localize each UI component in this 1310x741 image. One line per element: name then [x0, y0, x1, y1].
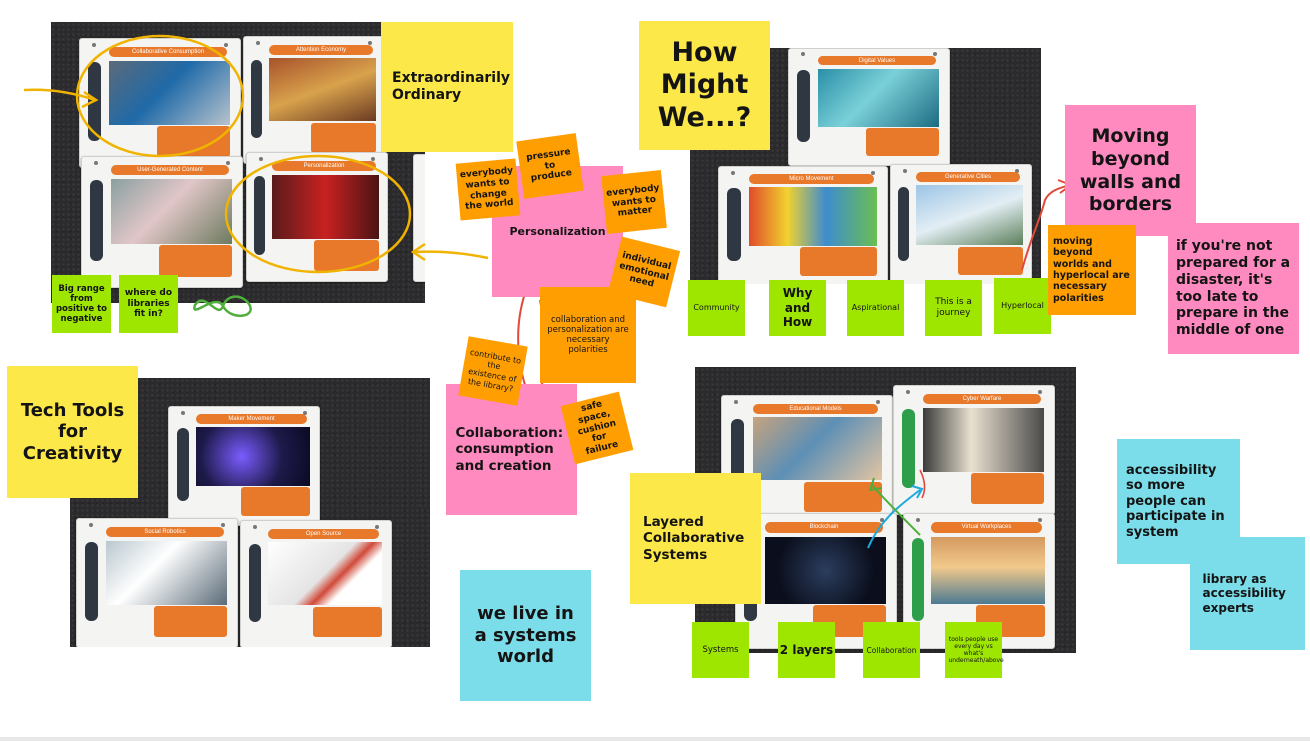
note-text: tools people use every day vs what's und…: [948, 635, 1004, 665]
note-everybody-matter[interactable]: everybody wants to matter: [601, 170, 667, 234]
note-everybody-change[interactable]: everybody wants to change the world: [455, 158, 521, 221]
note-text: everybody wants to matter: [605, 183, 660, 220]
note-aspirational[interactable]: Aspirational: [847, 280, 904, 336]
note-text: where do libraries fit in?: [124, 287, 173, 320]
photo-cards-top-left[interactable]: Collaborative Consumption Attention Econ…: [51, 22, 425, 303]
card-title: Open Source: [268, 528, 379, 539]
note-how-might-we[interactable]: How Might We...?: [639, 21, 770, 150]
card-title: Personalization: [272, 160, 376, 171]
note-text: 2 layers: [779, 642, 834, 657]
note-text: accessibility so more people can partici…: [1126, 462, 1225, 540]
note-tools-people[interactable]: tools people use every day vs what's und…: [945, 622, 1004, 678]
note-two-layers[interactable]: 2 layers: [778, 622, 835, 678]
note-systems[interactable]: Systems: [692, 622, 749, 678]
note-text: Extraordinarily Ordinary: [392, 70, 511, 103]
card-title: Virtual Workplaces: [931, 522, 1042, 533]
note-text: Moving beyond walls and borders: [1079, 124, 1182, 216]
note-text: if you're not prepared for a disaster, i…: [1176, 238, 1291, 339]
note-text: Collaboration: consumption and creation: [455, 425, 564, 474]
note-tech-tools[interactable]: Tech Tools for Creativity: [7, 366, 138, 498]
note-text: Aspirational: [851, 303, 900, 313]
note-safe-space[interactable]: safe space, cushion for failure: [560, 391, 634, 465]
note-text: How Might We...?: [657, 36, 752, 133]
note-journey[interactable]: This is a journey: [925, 280, 982, 336]
note-pressure[interactable]: pressure to produce: [516, 133, 584, 199]
note-layered-systems[interactable]: Layered Collaborative Systems: [630, 473, 761, 604]
note-not-prepared[interactable]: if you're not prepared for a disaster, i…: [1168, 223, 1299, 354]
card-title: Educational Models: [752, 403, 879, 414]
note-text: everybody wants to change the world: [459, 165, 514, 213]
photo-cards-bottom-left[interactable]: Maker Movement Social Robotics Open Sour…: [70, 378, 430, 647]
card-title: Maker Movement: [196, 414, 307, 424]
card-collaborative-consumption: Collaborative Consumption: [79, 38, 241, 168]
note-systems-world[interactable]: we live in a systems world: [460, 570, 591, 701]
note-text: Personalization: [509, 224, 606, 238]
card-user-generated-content: User-Generated Content: [81, 156, 243, 288]
note-collab-consumption[interactable]: Collaboration: consumption and creation: [446, 384, 577, 515]
note-big-range[interactable]: Big range from positive to negative: [52, 275, 111, 333]
photo-cards-bottom-right[interactable]: Educational Models Cyber Warfare Blockch…: [695, 367, 1076, 653]
note-text: library as accessibility experts: [1202, 571, 1286, 615]
note-text: Layered Collaborative Systems: [643, 514, 745, 563]
card-maker-movement: Maker Movement: [168, 406, 320, 526]
photo-cards-top-right[interactable]: Digital Values Micro Movement Generative…: [690, 48, 1041, 284]
note-text: pressure to produce: [525, 146, 573, 185]
note-text: Collaboration: [866, 645, 917, 655]
note-contribute[interactable]: contribute to the existence of the libra…: [458, 336, 528, 406]
note-text: Systems: [702, 644, 739, 655]
note-extraordinarily-ordinary[interactable]: Extraordinarily Ordinary: [381, 22, 513, 152]
card-title: Digital Values: [817, 55, 937, 66]
note-where-libraries[interactable]: where do libraries fit in?: [119, 275, 178, 333]
card-micro-movement: Micro Movement: [718, 166, 888, 284]
card-title: Cyber Warfare: [922, 393, 1042, 404]
canvas-bottom-bar: [0, 737, 1310, 741]
note-collaboration[interactable]: Collaboration: [863, 622, 920, 678]
card-generative-cities: Generative Cities: [890, 164, 1032, 284]
card-edge: [413, 154, 425, 282]
note-text: Hyperlocal: [1001, 301, 1044, 311]
card-title: Collaborative Consumption: [108, 46, 228, 57]
note-library-experts[interactable]: library as accessibility experts: [1190, 537, 1305, 650]
note-text: collaboration and personalization are ne…: [547, 314, 629, 356]
note-text: we live in a systems world: [474, 603, 577, 668]
note-text: contribute to the existence of the libra…: [467, 347, 522, 394]
card-personalization: Personalization: [246, 152, 388, 282]
card-virtual-workplaces: Virtual Workplaces: [903, 513, 1055, 649]
note-collab-polarities[interactable]: collaboration and personalization are ne…: [540, 287, 636, 383]
photo-fragment: [418, 378, 430, 508]
card-title: User-Generated Content: [110, 164, 230, 176]
note-moving-beyond[interactable]: Moving beyond walls and borders: [1065, 105, 1196, 236]
note-community[interactable]: Community: [688, 280, 745, 336]
card-title: Micro Movement: [749, 174, 874, 184]
note-text: Why and How: [782, 286, 813, 330]
card-title: Blockchain: [764, 522, 884, 533]
card-title: Attention Economy: [269, 44, 373, 55]
card-social-robotics: Social Robotics: [76, 518, 238, 647]
note-hyperlocal[interactable]: Hyperlocal: [994, 278, 1051, 334]
card-digital-values: Digital Values: [788, 48, 950, 166]
note-text: safe space, cushion for failure: [576, 399, 620, 458]
note-moving-worlds[interactable]: moving beyond worlds and hyperlocal are …: [1048, 225, 1136, 315]
note-text: moving beyond worlds and hyperlocal are …: [1053, 235, 1130, 304]
card-cyber-warfare: Cyber Warfare: [893, 385, 1055, 515]
note-text: Community: [693, 303, 740, 313]
note-text: Tech Tools for Creativity: [20, 399, 125, 464]
card-open-source: Open Source: [240, 520, 392, 647]
note-text: This is a journey: [935, 297, 972, 318]
card-title: Social Robotics: [105, 526, 225, 537]
note-text: Big range from positive to negative: [55, 283, 108, 325]
card-attention-economy: Attention Economy: [243, 36, 385, 164]
note-why-how[interactable]: Why and How: [769, 280, 826, 336]
card-title: Generative Cities: [916, 172, 1020, 182]
